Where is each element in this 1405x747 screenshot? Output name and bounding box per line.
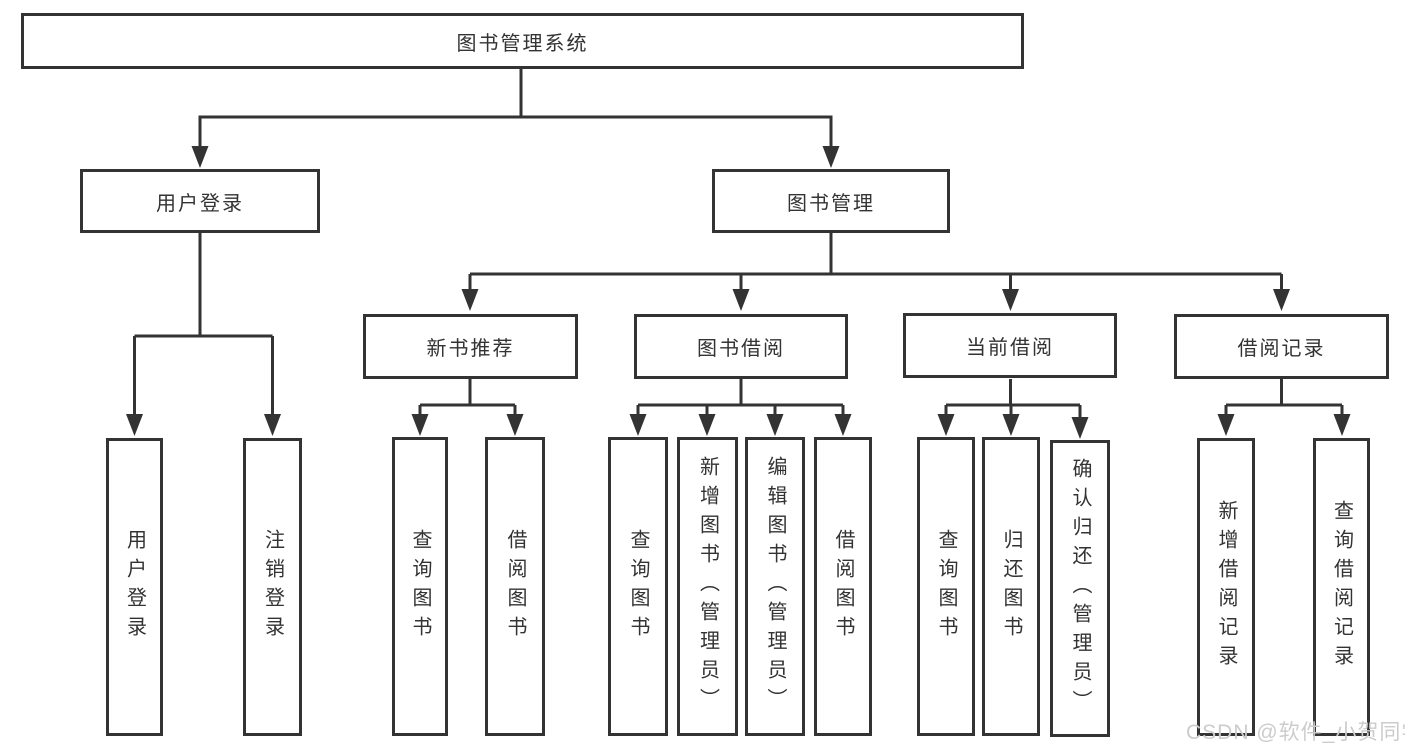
node-user-login-label: 用户登录 xyxy=(156,192,244,215)
leaf-borrow-books-label: 借阅图书 xyxy=(504,528,526,645)
leaf-edit-books-admin: 编辑图书（管理员） xyxy=(745,437,805,736)
connector-bookmgmt-to-level3 xyxy=(468,233,1283,292)
arrowhead xyxy=(732,289,750,311)
arrowhead xyxy=(629,414,647,436)
leaf-query-books-label: 查询图书 xyxy=(935,528,957,645)
arrowhead xyxy=(766,414,784,436)
csdn-watermark: CSDN @软件_小贺同学 xyxy=(1186,721,1405,744)
node-borrowing-records-label: 借阅记录 xyxy=(1237,338,1326,360)
leaf-return-books-label: 归还图书 xyxy=(1000,528,1022,645)
connector-records-to-leaves xyxy=(1224,379,1344,418)
arrowhead xyxy=(506,414,524,436)
leaf-query-borrow-record: 查询借阅记录 xyxy=(1313,438,1370,736)
leaf-borrow-books: 借阅图书 xyxy=(814,437,872,736)
leaf-query-books-borrow: 查询图书 xyxy=(608,437,668,736)
arrowhead xyxy=(698,414,716,436)
leaf-query-borrow-record-label: 查询借阅记录 xyxy=(1330,500,1353,674)
leaf-confirm-return-admin-label: 确认归还（管理员） xyxy=(1069,458,1091,719)
leaf-user-login: 用户登录 xyxy=(106,438,163,736)
node-book-borrowing: 图书借阅 xyxy=(634,314,848,379)
node-current-borrowing-label: 当前借阅 xyxy=(966,337,1054,359)
node-new-book-recommendation: 新书推荐 xyxy=(363,314,578,379)
leaf-edit-books-admin-label: 编辑图书（管理员） xyxy=(764,456,786,717)
leaf-user-login-label: 用户登录 xyxy=(123,529,146,645)
connector-borrow-to-leaves xyxy=(636,379,845,418)
leaf-borrow-books-label: 借阅图书 xyxy=(832,528,854,645)
connector-newbook-to-leaves xyxy=(418,379,517,418)
leaf-confirm-return-admin: 确认归还（管理员） xyxy=(1050,440,1110,737)
node-library-system: 图书管理系统 xyxy=(21,13,1024,69)
arrowhead xyxy=(1273,289,1290,311)
arrowhead xyxy=(126,414,143,436)
arrowhead xyxy=(1071,417,1089,439)
connector-userlogin-to-leaves xyxy=(133,233,274,418)
node-book-borrowing-label: 图书借阅 xyxy=(697,338,785,360)
leaf-borrow-books-newbook: 借阅图书 xyxy=(485,437,545,736)
leaf-logout-label: 注销登录 xyxy=(261,529,284,645)
leaf-add-borrow-record-label: 新增借阅记录 xyxy=(1215,500,1237,674)
arrowhead xyxy=(834,414,852,436)
leaf-add-books-admin-label: 新增图书（管理员） xyxy=(696,456,719,717)
leaf-add-borrow-record: 新增借阅记录 xyxy=(1197,438,1255,736)
leaf-query-books-label: 查询图书 xyxy=(409,528,431,645)
node-book-management: 图书管理 xyxy=(712,169,950,233)
arrowhead xyxy=(937,414,955,436)
arrowhead xyxy=(264,414,281,436)
leaf-query-books-label: 查询图书 xyxy=(627,528,649,645)
arrowhead xyxy=(1217,414,1235,436)
node-library-system-label: 图书管理系统 xyxy=(456,32,589,55)
node-borrowing-records: 借阅记录 xyxy=(1174,314,1389,379)
connector-root-to-level2 xyxy=(198,69,833,150)
node-new-book-recommendation-label: 新书推荐 xyxy=(426,338,515,360)
arrowhead xyxy=(822,146,840,168)
arrowhead xyxy=(1002,414,1020,436)
node-user-login: 用户登录 xyxy=(80,169,320,233)
arrowhead xyxy=(1333,414,1351,436)
arrowhead xyxy=(411,414,429,436)
leaf-return-books: 归还图书 xyxy=(982,437,1040,736)
leaf-query-books-current: 查询图书 xyxy=(917,437,975,736)
leaf-logout: 注销登录 xyxy=(243,438,302,736)
arrowhead xyxy=(461,289,479,311)
leaf-query-books-newbook: 查询图书 xyxy=(392,437,448,736)
arrowhead xyxy=(191,146,209,168)
arrowhead xyxy=(1002,289,1019,311)
node-current-borrowing: 当前借阅 xyxy=(903,313,1117,378)
node-book-management-label: 图书管理 xyxy=(787,192,875,215)
leaf-add-books-admin: 新增图书（管理员） xyxy=(677,437,738,736)
connector-current-to-leaves xyxy=(944,379,1082,421)
